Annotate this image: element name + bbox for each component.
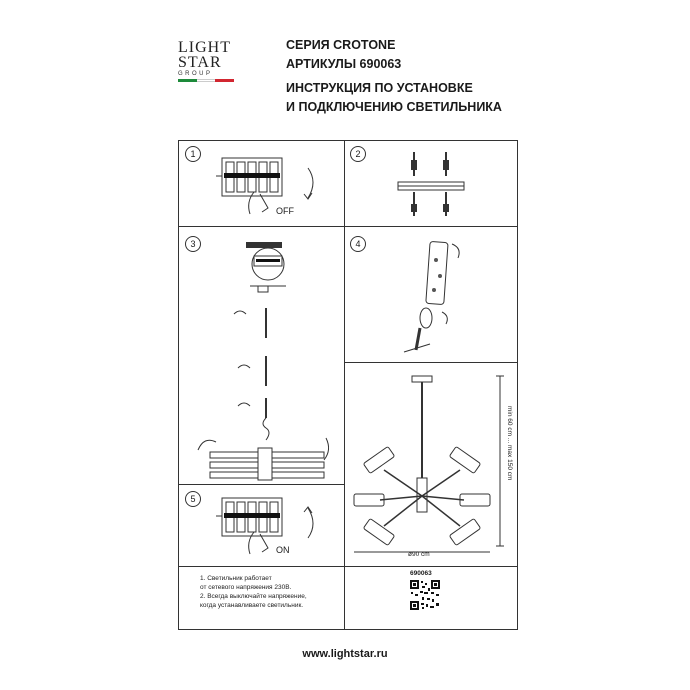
step-4-illustration	[403, 241, 460, 353]
divider-left-row2	[178, 484, 345, 485]
note-1-line-1: 1. Светильник работает	[200, 575, 272, 582]
safety-notes: 1. Светильник работает от сетевого напря…	[200, 574, 307, 610]
product-dimension-drawing: min 60 cm ... max 150 cm	[353, 375, 513, 553]
instruction-frame	[178, 140, 518, 630]
qr-code-icon[interactable]	[410, 580, 440, 610]
header-series-block: СЕРИЯ CROTONE АРТИКУЛЫ 690063	[286, 36, 401, 74]
step-1-number: 1	[185, 146, 201, 162]
step-2-number: 2	[350, 146, 366, 162]
diameter-dimension-label: ø90 cm	[408, 551, 430, 558]
frame-divider-vertical	[344, 140, 345, 629]
model-code: 690063	[410, 570, 432, 577]
header-instructions-block: ИНСТРУКЦИЯ ПО УСТАНОВКЕ И ПОДКЛЮЧЕНИЮ СВ…	[286, 79, 502, 117]
step-2-illustration	[397, 152, 465, 216]
step-3-illustration	[197, 242, 330, 481]
logo-line1: LIGHT	[178, 39, 231, 56]
step-4-number: 4	[350, 236, 366, 252]
instructions-title-line2: И ПОДКЛЮЧЕНИЮ СВЕТИЛЬНИКА	[286, 100, 502, 114]
instructions-title-line1: ИНСТРУКЦИЯ ПО УСТАНОВКЕ	[286, 81, 473, 95]
series-title: СЕРИЯ CROTONE	[286, 38, 396, 52]
height-dimension-label: min 60 cm ... max 150 cm	[506, 406, 513, 480]
divider-left-row3	[178, 566, 345, 567]
logo-line2: STAR	[178, 54, 222, 71]
note-2-line-2: когда устанавливаете светильник.	[200, 602, 304, 609]
website-url-link[interactable]: www.lightstar.ru	[302, 648, 388, 660]
step-5-illustration	[216, 497, 314, 555]
divider-right-row3	[344, 566, 517, 567]
step-1-illustration	[216, 157, 314, 215]
step-3-number: 3	[185, 236, 201, 252]
article-number: АРТИКУЛЫ 690063	[286, 57, 402, 71]
on-label: ON	[276, 545, 290, 555]
off-label: OFF	[276, 206, 294, 216]
divider-right-row2	[344, 362, 517, 363]
brand-logo: LIGHT STAR GROUP	[178, 40, 238, 108]
step-5-number: 5	[185, 491, 201, 507]
note-2-line-1: 2. Всегда выключайте напряжение,	[200, 593, 307, 600]
divider-row1	[178, 226, 517, 227]
note-1-line-2: от сетевого напряжения 230В.	[200, 584, 292, 591]
logo-line3: GROUP	[178, 71, 213, 77]
italian-flag-stripe	[178, 79, 235, 82]
